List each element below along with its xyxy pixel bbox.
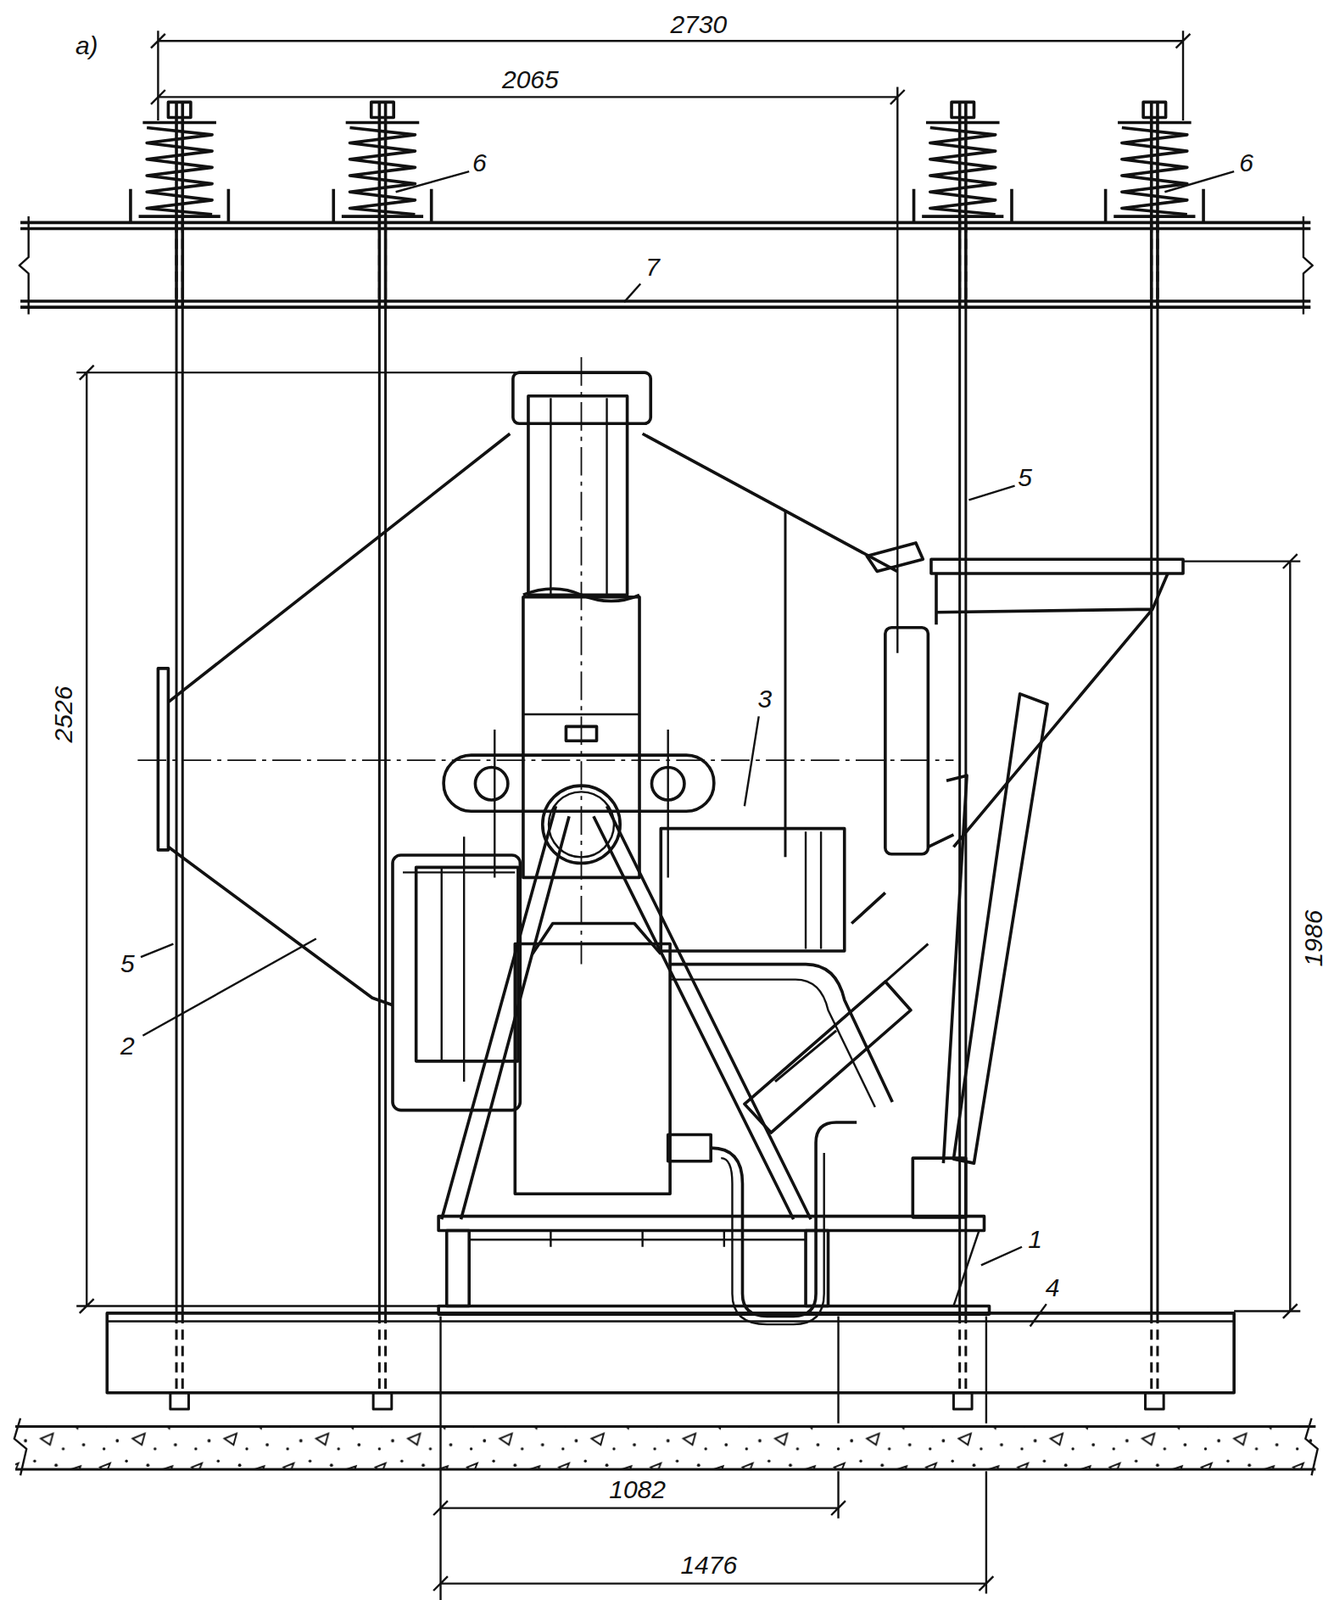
drawing-part <box>528 396 628 596</box>
drawing-part <box>137 357 954 965</box>
callout-number: 7 <box>643 254 662 280</box>
drawing-part <box>20 222 1311 307</box>
callout-number: 1 <box>1026 1226 1044 1252</box>
drawing-part <box>392 854 520 1111</box>
drawing-part <box>783 509 787 857</box>
callout-number: 6 <box>1237 150 1256 176</box>
leader-lines <box>140 171 1234 1326</box>
drawing-part <box>660 828 844 951</box>
drawing-part <box>936 573 1168 847</box>
drawing-part <box>523 713 640 715</box>
drawing-part <box>446 1229 469 1306</box>
drawing-part <box>150 30 1190 121</box>
callout-number: 3 <box>756 686 775 712</box>
drawing-part <box>1030 1303 1047 1326</box>
dimension-value: 1986 <box>1300 908 1327 969</box>
drawing-part <box>624 283 641 302</box>
drawing-part <box>440 1316 987 1600</box>
drawing-part <box>550 397 607 595</box>
drawing-part <box>931 558 1184 574</box>
dimension-value: 2526 <box>50 683 77 744</box>
drawing-part <box>170 222 190 1409</box>
callout-number: 2 <box>118 1032 137 1059</box>
drawing-part <box>532 923 662 955</box>
dimension-value: 2730 <box>668 11 729 38</box>
drawing-part <box>1183 553 1301 1318</box>
drawing-part <box>167 433 510 1005</box>
drawing-part <box>642 433 899 571</box>
drawing-part <box>968 485 1015 501</box>
drawing-part <box>106 1312 1234 1393</box>
drawing-part <box>1164 171 1234 192</box>
dimension-value: 1082 <box>607 1476 668 1502</box>
dimension-value: 2065 <box>500 66 561 93</box>
drawing-part <box>140 943 174 958</box>
drawing-part <box>433 1575 994 1591</box>
drawing-part <box>943 775 967 1163</box>
drawing-part <box>474 767 508 800</box>
drawing-part <box>866 542 923 572</box>
dimension-lines <box>76 30 1301 1600</box>
drawing-part <box>514 943 670 1195</box>
drawing-part <box>402 836 515 1082</box>
drawing-part <box>142 938 316 1036</box>
view-letter: а) <box>73 33 101 59</box>
drawing-part <box>15 1425 1316 1469</box>
drawing-part <box>157 668 168 850</box>
drawing-part <box>669 979 876 1107</box>
drawing-part <box>912 1157 966 1217</box>
drawing-part <box>805 831 821 949</box>
drawing-part <box>669 964 893 1102</box>
drawing-part <box>885 627 929 854</box>
drawing-part <box>14 1417 1318 1475</box>
callout-number: 6 <box>470 150 489 176</box>
drawing-part <box>1145 222 1165 1409</box>
drawing-part <box>438 1216 984 1231</box>
drawing-part <box>468 1229 979 1306</box>
drawing-part <box>19 216 1313 314</box>
callout-number: 5 <box>1015 464 1034 491</box>
dimension-value: 1476 <box>678 1551 739 1578</box>
drawing-part <box>76 365 525 1313</box>
drawing-part <box>333 101 431 307</box>
drawing-part <box>396 171 470 192</box>
drawing-part <box>953 693 1048 1163</box>
callout-number: 5 <box>118 950 137 977</box>
drawing-part <box>416 866 519 1061</box>
drawing-part <box>981 1246 1022 1266</box>
callout-number: 4 <box>1043 1274 1062 1301</box>
drawing-part <box>668 1133 712 1161</box>
drawing-part <box>433 1500 846 1515</box>
drawing-part <box>15 1425 1316 1469</box>
drawing-part <box>914 101 1012 307</box>
drawing-part <box>106 1319 1234 1322</box>
drawing-part <box>744 715 760 806</box>
drawing-part <box>150 86 905 653</box>
drawing-part <box>744 981 911 1133</box>
drawing-part <box>130 101 229 307</box>
drawing-part <box>851 834 954 924</box>
drawing-part <box>1105 101 1204 307</box>
mixer-illustration <box>14 101 1318 1475</box>
drawing-part <box>438 1305 989 1314</box>
drawing-part <box>373 222 392 1409</box>
drawing-part <box>443 754 715 811</box>
drawing-part <box>805 1229 828 1306</box>
